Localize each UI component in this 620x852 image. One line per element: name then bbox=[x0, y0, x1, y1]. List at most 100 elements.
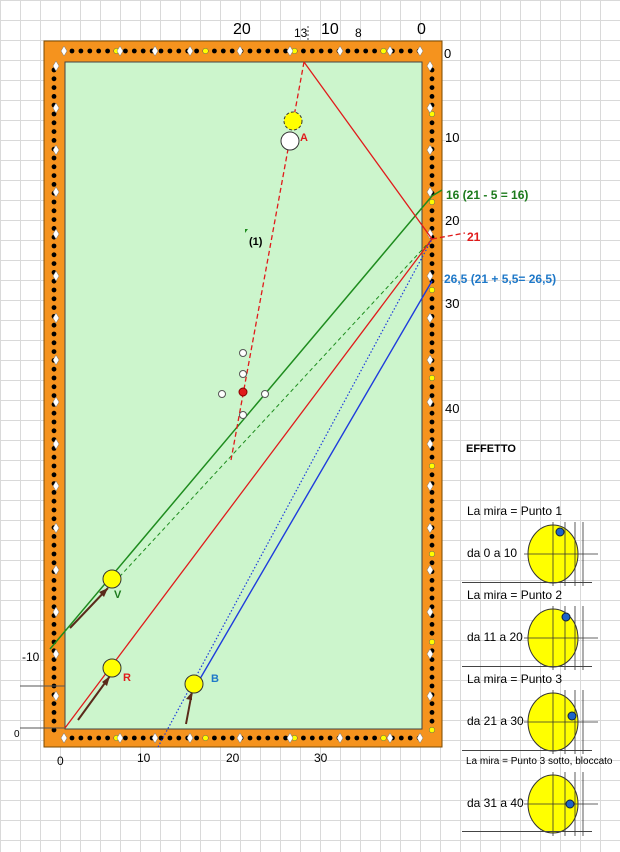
rail-dot bbox=[429, 296, 435, 302]
rail-dot bbox=[51, 243, 57, 249]
rail-dot bbox=[212, 735, 217, 741]
rail-diamond bbox=[52, 228, 60, 240]
rail-dot bbox=[123, 735, 128, 741]
rail-dot bbox=[51, 428, 57, 434]
rail-diamond bbox=[52, 60, 60, 72]
rail-dot bbox=[363, 48, 369, 54]
rail-diamond bbox=[386, 732, 394, 744]
rail-diamond bbox=[426, 144, 434, 156]
effect-row-title: La mira = Punto 3 bbox=[467, 672, 563, 686]
effect-ball-3 bbox=[524, 690, 598, 754]
effect-aim-marker bbox=[567, 711, 577, 721]
rail-marker-dot bbox=[202, 47, 209, 55]
rail-diamond bbox=[416, 732, 424, 744]
rail-dot bbox=[309, 735, 315, 741]
rail-dot bbox=[283, 48, 288, 54]
rail-diamond bbox=[426, 564, 434, 576]
effect-row-range: da 0 a 10 bbox=[467, 546, 518, 560]
rail-dot bbox=[51, 120, 57, 126]
rail-diamond bbox=[336, 45, 344, 57]
ball-v bbox=[102, 569, 122, 589]
rail-diamond bbox=[336, 732, 344, 744]
rail-dot bbox=[274, 735, 280, 741]
red-line bbox=[64, 238, 433, 729]
top-label-10: 10 bbox=[321, 21, 339, 38]
cue-arrow-b bbox=[185, 691, 193, 725]
rail-dot bbox=[429, 718, 435, 724]
effect-title: EFFETTO bbox=[466, 443, 516, 455]
rail-diamond bbox=[426, 690, 434, 702]
rail-dot bbox=[158, 48, 164, 54]
rail-dot bbox=[429, 173, 435, 179]
rail-dot bbox=[51, 657, 57, 662]
rail-diamond bbox=[426, 60, 434, 72]
rail-dot bbox=[51, 454, 57, 460]
rail-dot bbox=[51, 85, 57, 90]
rail-dot bbox=[51, 349, 57, 354]
rail-dot bbox=[87, 735, 93, 741]
rail-dot bbox=[327, 48, 333, 54]
rail-marker-dot bbox=[202, 734, 209, 742]
ball-r bbox=[102, 658, 122, 678]
rail-dot bbox=[429, 657, 435, 662]
rail-dot bbox=[429, 138, 435, 143]
rail-dot bbox=[429, 710, 435, 715]
rail-dot bbox=[131, 48, 137, 54]
rail-dot bbox=[318, 48, 324, 54]
rail-dot bbox=[51, 305, 57, 310]
rail-marker-dot bbox=[428, 198, 436, 206]
rail-dot bbox=[429, 366, 435, 372]
rail-dot bbox=[256, 48, 262, 54]
rail-dot bbox=[220, 48, 226, 54]
rail-diamond bbox=[52, 690, 60, 702]
rail-dot bbox=[283, 735, 288, 741]
top-label-0: 0 bbox=[417, 21, 426, 38]
right-label-30: 30 bbox=[445, 296, 460, 311]
rail-dot bbox=[429, 472, 435, 478]
effect-ball-2 bbox=[524, 606, 598, 670]
rail-dot bbox=[51, 322, 57, 328]
rail-dot bbox=[51, 727, 57, 733]
rail-dot bbox=[327, 735, 333, 741]
rail-dot bbox=[429, 622, 435, 627]
rail-dot bbox=[429, 129, 435, 135]
rail-dot bbox=[363, 735, 369, 741]
rail-dot bbox=[51, 182, 57, 187]
rail-diamond bbox=[426, 312, 434, 324]
rail-diamond bbox=[60, 45, 68, 57]
rail-diamond bbox=[386, 45, 394, 57]
effect-row-2: La mira = Punto 2 da 11 a 20 bbox=[462, 588, 592, 667]
rail-dot bbox=[51, 287, 57, 293]
rail-dot bbox=[429, 217, 435, 223]
effect-ball-1 bbox=[524, 522, 598, 586]
rail-dot bbox=[51, 331, 57, 337]
top-label-8: 8 bbox=[355, 26, 362, 40]
rail-dot bbox=[407, 735, 413, 741]
rail-dot bbox=[429, 410, 435, 416]
rail-dot bbox=[429, 182, 435, 187]
rail-dot bbox=[429, 243, 435, 249]
effect-row-title: La mira = Punto 3 sotto, bloccato bbox=[466, 756, 613, 767]
aim-dot-upper bbox=[239, 370, 247, 378]
rail-dot bbox=[105, 48, 110, 54]
rail-dot bbox=[220, 735, 226, 741]
rail-dot bbox=[51, 490, 57, 495]
rail-dot bbox=[429, 419, 435, 425]
rail-diamond bbox=[52, 480, 60, 492]
rail-dot bbox=[51, 199, 57, 205]
rail-marker-dot bbox=[380, 734, 387, 742]
rail-dot bbox=[51, 542, 57, 548]
bottom-label-0: 0 bbox=[57, 754, 64, 768]
rail-dot bbox=[429, 340, 435, 346]
rail-dot bbox=[247, 48, 253, 54]
bottom-label-10: 10 bbox=[137, 751, 151, 765]
rail-diamond bbox=[286, 45, 294, 57]
effect-row-1: La mira = Punto 1 da 0 a 10 bbox=[462, 504, 592, 583]
annotation-1: (1) bbox=[249, 236, 263, 248]
rail-dot bbox=[429, 226, 435, 231]
rail-dot bbox=[96, 48, 102, 54]
rail-dot bbox=[372, 735, 377, 741]
rail-marker-dot bbox=[428, 110, 436, 118]
annotation-21: 21 bbox=[467, 230, 481, 244]
rail-dot bbox=[229, 48, 235, 54]
